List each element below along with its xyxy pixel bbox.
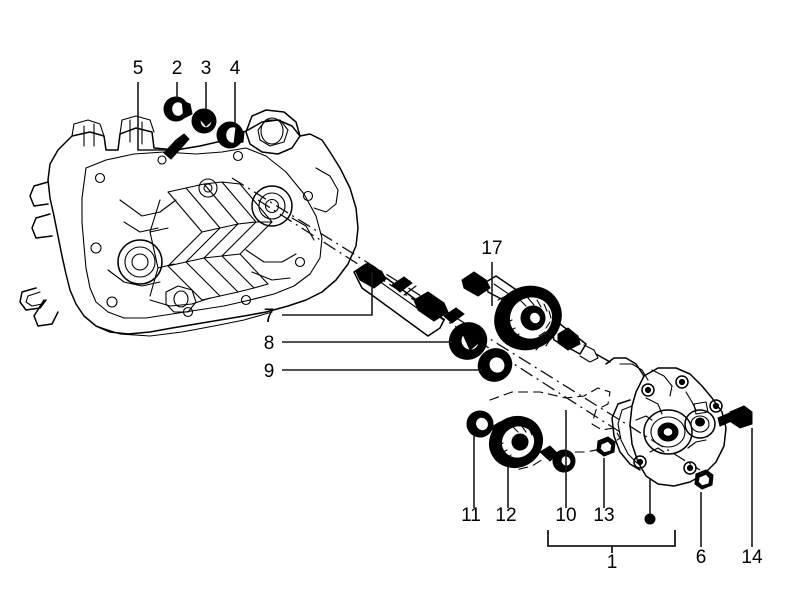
callout-10: 10: [555, 505, 576, 526]
part-2-oil-seal: [163, 96, 193, 122]
transmission-cover: [605, 357, 727, 487]
callout-11: 11: [461, 505, 481, 526]
callout-5: 5: [133, 58, 144, 79]
callout-1: 1: [607, 552, 618, 573]
callout-17: 17: [481, 238, 502, 259]
callout-9: 9: [264, 361, 275, 382]
callout-13: 13: [593, 505, 614, 526]
part-6-nut: [694, 469, 714, 490]
part-3-bearing: [191, 108, 217, 134]
leader-lines: [137, 82, 753, 547]
callout-6: 6: [696, 547, 707, 568]
callout-3: 3: [201, 58, 212, 79]
part-12-counter-gear: [488, 415, 544, 469]
callout-12: 12: [495, 505, 516, 526]
callout-4: 4: [230, 58, 241, 79]
part-5-dowel-pin: [163, 133, 190, 160]
part-13-nut: [596, 436, 616, 457]
part-9-oil-seal: [477, 348, 513, 382]
counter-gear-cluster: [466, 410, 576, 473]
crankcase-ribbing: [149, 181, 273, 301]
callout-7: 7: [264, 306, 275, 327]
part-14-bolt: [717, 405, 753, 429]
assembly-centerline: [231, 177, 701, 471]
part-11-bearing: [466, 410, 494, 438]
callout-2: 2: [172, 58, 183, 79]
part-17-driven-gear-shaft: [461, 271, 611, 363]
bracket-callout-1: [547, 530, 676, 553]
callout-8: 8: [264, 333, 275, 354]
crankcase-left-half: [19, 109, 359, 337]
callout-14: 14: [741, 547, 763, 568]
driven-gear: [494, 285, 562, 351]
part-8-bearing: [448, 322, 488, 360]
callout-labels: 5 2 3 4 17 7 8 9 11 12 10 13 1 6 14: [133, 58, 763, 573]
small-parts-group: [163, 96, 245, 160]
part-4-bearing-ring: [216, 121, 245, 149]
drive-shaft-assembly: [353, 262, 513, 382]
